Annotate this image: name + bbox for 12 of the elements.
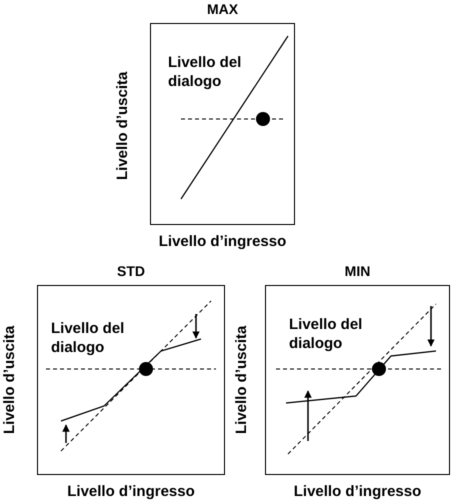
axis-label: Livello d’uscita	[233, 324, 250, 436]
axis-label: Livello d’ingresso	[158, 233, 288, 250]
axis-label: Livello d’ingresso	[66, 483, 196, 500]
plot-title: MAX	[206, 1, 240, 17]
curve-label: Livello del dialogo	[289, 315, 364, 353]
axis-label: Livello d’uscita	[114, 70, 131, 182]
plot-title: STD	[116, 263, 146, 279]
axis-label: Livello d’uscita	[1, 324, 18, 436]
curve-label: Livello del dialogo	[51, 319, 126, 357]
plot-title: MIN	[344, 263, 372, 279]
axis-label: Livello d’ingresso	[292, 483, 422, 500]
curve-label: Livello del dialogo	[168, 53, 242, 91]
